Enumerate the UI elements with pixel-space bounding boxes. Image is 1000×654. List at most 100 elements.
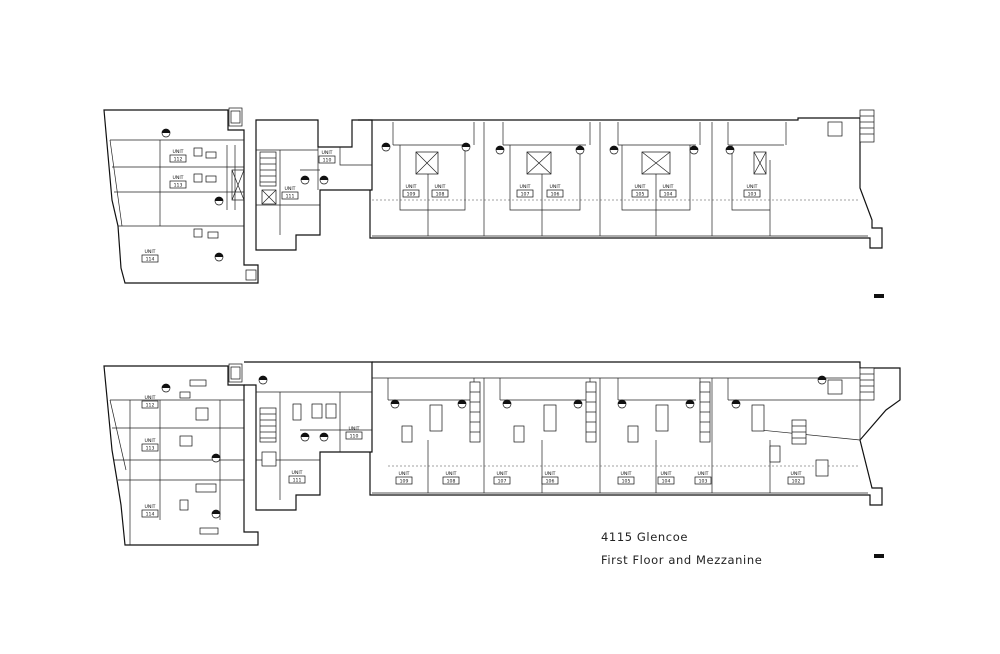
unit-word: UNIT — [635, 184, 646, 190]
unit-word: UNIT — [292, 470, 303, 476]
unit-number-box — [787, 476, 805, 485]
unit-number: 107 — [498, 479, 507, 485]
upper-core-stair — [259, 151, 277, 187]
unit-tag-103: UNIT 103 — [694, 471, 712, 485]
unit-word: UNIT — [145, 395, 156, 401]
unit-tag-114: UNIT 114 — [141, 504, 159, 518]
unit-word: UNIT — [621, 471, 632, 477]
unit-word: UNIT — [698, 471, 709, 477]
unit-number-box — [141, 400, 159, 409]
lower-core-partitions — [256, 391, 372, 500]
upper-east-bar-walls — [372, 122, 868, 237]
lower-unit-tags: UNIT112UNIT113UNIT114UNIT110UNIT111UNIT1… — [141, 395, 805, 518]
unit-number-box — [631, 189, 649, 198]
unit-word: UNIT — [285, 186, 296, 192]
upper-core-partitions — [256, 147, 372, 235]
upper-bath-fixtures — [415, 109, 875, 175]
unit-tag-105: UNIT 105 — [617, 471, 635, 485]
unit-tag-102: UNIT 102 — [787, 471, 805, 485]
unit-number-box — [402, 189, 420, 198]
unit-number: 103 — [699, 479, 708, 485]
unit-word: UNIT — [399, 471, 410, 477]
unit-number-box — [694, 476, 712, 485]
unit-number-box — [657, 476, 675, 485]
upper-unit-tags: UNIT112UNIT113UNIT114UNIT110UNIT111UNIT1… — [141, 149, 761, 263]
unit-number-box — [345, 431, 363, 440]
unit-word: UNIT — [145, 249, 156, 255]
unit-tag-112: UNIT 112 — [141, 395, 159, 409]
unit-number: 109 — [407, 192, 416, 198]
lower-door-swings — [390, 375, 827, 409]
unit-number-box — [141, 509, 159, 518]
lower-core-outline — [244, 361, 373, 511]
unit-number-box — [541, 476, 559, 485]
unit-number: 108 — [436, 192, 445, 198]
unit-number-box — [318, 155, 336, 164]
unit-number: 110 — [323, 158, 332, 164]
unit-number-box — [395, 476, 413, 485]
unit-number: 109 — [400, 479, 409, 485]
unit-number: 111 — [293, 478, 302, 484]
unit-number: 114 — [146, 257, 155, 263]
unit-number: 112 — [146, 403, 155, 409]
unit-word: UNIT — [791, 471, 802, 477]
unit-number: 103 — [748, 192, 757, 198]
unit-tag-109: UNIT 109 — [402, 184, 420, 198]
upper-scale-mark — [874, 294, 884, 298]
unit-number-box — [431, 189, 449, 198]
unit-number: 102 — [792, 479, 801, 485]
lower-west-wing-outline — [103, 365, 259, 546]
unit-tag-109: UNIT 109 — [395, 471, 413, 485]
unit-number-box — [493, 476, 511, 485]
unit-number: 105 — [636, 192, 645, 198]
lower-west-wing-partitions — [109, 399, 244, 545]
lower-plan: UNIT112UNIT113UNIT114UNIT110UNIT111UNIT1… — [103, 361, 901, 558]
unit-word: UNIT — [435, 184, 446, 190]
upper-west-wing-outline — [103, 109, 259, 284]
unit-number-box — [516, 189, 534, 198]
unit-word: UNIT — [663, 184, 674, 190]
unit-number-box — [281, 191, 299, 200]
unit-word: UNIT — [550, 184, 561, 190]
unit-word: UNIT — [406, 184, 417, 190]
unit-number: 112 — [174, 157, 183, 163]
unit-word: UNIT — [145, 504, 156, 510]
unit-number: 106 — [546, 479, 555, 485]
unit-number-box — [141, 443, 159, 452]
unit-tag-108: UNIT 108 — [431, 184, 449, 198]
unit-number: 110 — [350, 434, 359, 440]
unit-number: 105 — [622, 479, 631, 485]
unit-tag-114: UNIT 114 — [141, 249, 159, 263]
unit-word: UNIT — [145, 438, 156, 444]
unit-word: UNIT — [349, 426, 360, 432]
unit-word: UNIT — [545, 471, 556, 477]
unit-tag-106: UNIT 106 — [541, 471, 559, 485]
unit-number-box — [743, 189, 761, 198]
unit-number: 107 — [521, 192, 530, 198]
unit-tag-107: UNIT 107 — [493, 471, 511, 485]
unit-number-box — [546, 189, 564, 198]
unit-number-box — [141, 254, 159, 263]
unit-number-box — [288, 475, 306, 484]
unit-number: 104 — [664, 192, 673, 198]
unit-word: UNIT — [661, 471, 672, 477]
unit-number: 104 — [662, 479, 671, 485]
unit-tag-110: UNIT 110 — [345, 426, 363, 440]
lower-scale-mark — [874, 554, 884, 558]
unit-number: 114 — [146, 512, 155, 518]
unit-number-box — [169, 180, 187, 189]
unit-tag-112: UNIT 112 — [169, 149, 187, 163]
upper-plan: UNIT112UNIT113UNIT114UNIT110UNIT111UNIT1… — [103, 107, 884, 298]
floor-level-caption: First Floor and Mezzanine — [601, 553, 763, 567]
unit-word: UNIT — [747, 184, 758, 190]
unit-word: UNIT — [497, 471, 508, 477]
unit-word: UNIT — [173, 149, 184, 155]
lower-fixtures — [401, 367, 875, 477]
unit-tag-104: UNIT 104 — [659, 184, 677, 198]
